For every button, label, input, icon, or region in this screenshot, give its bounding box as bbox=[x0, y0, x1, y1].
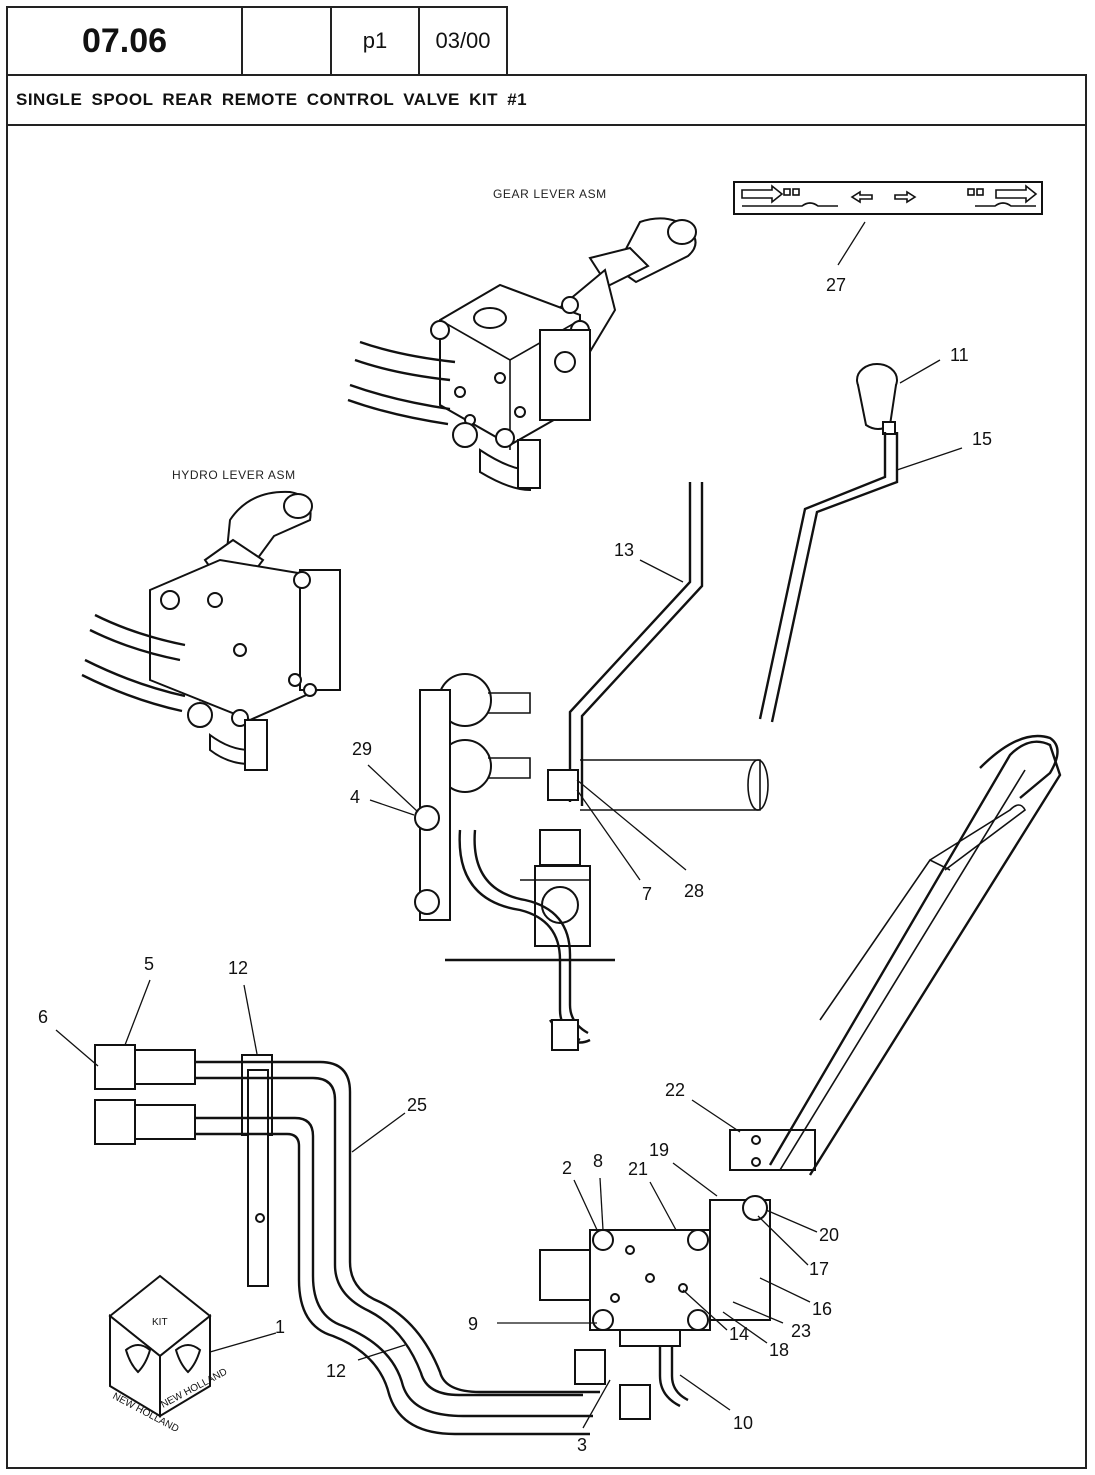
callout-27: 27 bbox=[826, 275, 846, 295]
callout-leaders bbox=[55, 221, 963, 1429]
callout-19: 19 bbox=[649, 1140, 669, 1160]
callout-2: 2 bbox=[562, 1158, 572, 1178]
mid-valve-bracket bbox=[414, 673, 615, 1051]
callout-25: 25 bbox=[407, 1095, 427, 1115]
callout-4: 4 bbox=[350, 787, 360, 807]
callout-7: 7 bbox=[642, 884, 652, 904]
hydro-lever-assembly bbox=[81, 490, 341, 771]
callout-17: 17 bbox=[809, 1259, 829, 1279]
callout-22: 22 bbox=[665, 1080, 685, 1100]
callout-20: 20 bbox=[819, 1225, 839, 1245]
callout-13: 13 bbox=[614, 540, 634, 560]
couplers-and-tubes bbox=[94, 1044, 651, 1436]
callout-14: 14 bbox=[729, 1324, 749, 1344]
callout-6: 6 bbox=[38, 1007, 48, 1027]
drawing-frame bbox=[6, 124, 1087, 1469]
callout-12-bottom: 12 bbox=[326, 1361, 346, 1381]
page-number: p1 bbox=[330, 6, 420, 76]
callout-21: 21 bbox=[628, 1159, 648, 1179]
lever-rod-assembly bbox=[568, 363, 899, 811]
callout-9: 9 bbox=[468, 1314, 478, 1334]
callout-16: 16 bbox=[812, 1299, 832, 1319]
callout-11: 11 bbox=[950, 345, 969, 365]
gear-lever-asm-label: GEAR LEVER ASM bbox=[493, 187, 607, 201]
callout-12-top: 12 bbox=[228, 958, 248, 978]
callout-28: 28 bbox=[684, 881, 704, 901]
kit-box bbox=[108, 1274, 212, 1418]
gear-lever-assembly bbox=[347, 217, 697, 492]
callout-3: 3 bbox=[577, 1435, 587, 1455]
callout-18: 18 bbox=[769, 1340, 789, 1360]
kit-label: KIT bbox=[152, 1317, 168, 1328]
callout-23: 23 bbox=[791, 1321, 811, 1341]
callout-8: 8 bbox=[593, 1151, 603, 1171]
decal-part bbox=[733, 181, 1043, 215]
callout-numbers: 27 11 15 13 29 4 7 28 5 6 12 25 1 12 3 1… bbox=[38, 275, 992, 1455]
callout-29: 29 bbox=[352, 739, 372, 759]
callout-10: 10 bbox=[733, 1413, 753, 1433]
callout-15: 15 bbox=[972, 429, 992, 449]
section-code: 07.06 bbox=[6, 6, 243, 76]
callout-1: 1 bbox=[275, 1317, 285, 1337]
control-valve bbox=[539, 734, 1062, 1408]
hydro-lever-asm-label: HYDRO LEVER ASM bbox=[172, 468, 296, 482]
callout-5: 5 bbox=[144, 954, 154, 974]
